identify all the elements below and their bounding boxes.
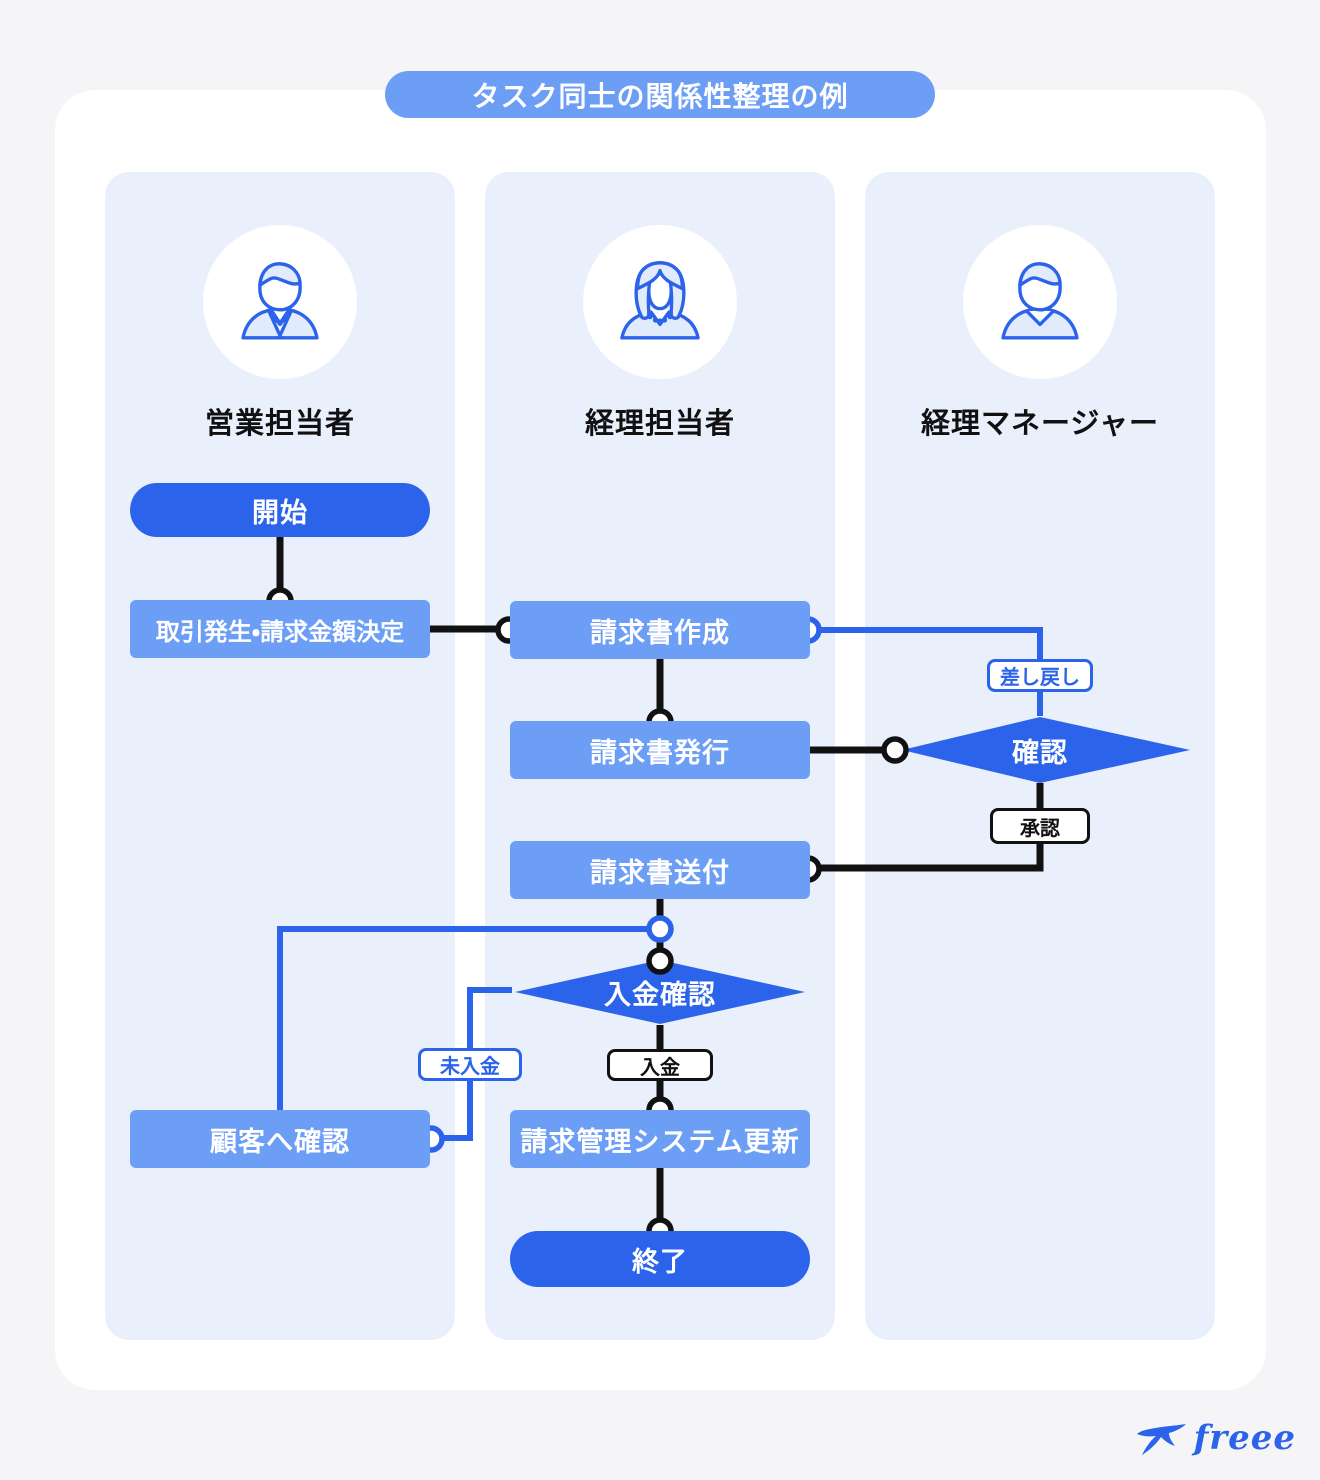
male-person-icon <box>1001 262 1079 340</box>
decision-payment-check-label: 入金確認 <box>604 979 716 1011</box>
node-customer-confirm: 顧客へ確認 <box>130 1110 430 1168</box>
edge-label-paid: 入金 <box>607 1049 713 1081</box>
decision-manager-check-label: 確認 <box>1012 737 1068 769</box>
freee-swallow-icon <box>1136 1424 1186 1455</box>
diagram-title: タスク同士の関係性整理の例 <box>385 71 935 118</box>
avatar-accounting-manager <box>963 225 1117 379</box>
node-invoice-issue: 請求書発行 <box>510 721 810 779</box>
edge-label-unpaid: 未入金 <box>418 1048 522 1081</box>
lane-label-accounting: 経理担当者 <box>584 406 735 440</box>
edge-label-send-back: 差し戻し <box>987 659 1093 692</box>
edge-label-approve: 承認 <box>990 808 1090 844</box>
avatar-accounting <box>583 225 737 379</box>
node-start: 開始 <box>130 483 430 537</box>
node-invoice-send: 請求書送付 <box>510 841 810 899</box>
node-end: 終了 <box>510 1231 810 1287</box>
node-invoice-create: 請求書作成 <box>510 601 810 659</box>
avatar-sales <box>203 225 357 379</box>
lane-label-sales: 営業担当者 <box>204 406 355 440</box>
freee-logo: freee <box>1136 1414 1296 1462</box>
freee-logo-text: freee <box>1193 1418 1296 1458</box>
decision-payment-check-shape <box>515 960 805 1024</box>
male-person-icon <box>241 262 319 340</box>
node-deal-amount: 取引発生・請求金額決定 <box>130 600 430 658</box>
female-person-icon <box>620 261 700 340</box>
node-system-update: 請求管理システム更新 <box>510 1110 810 1168</box>
lane-label-accounting-manager: 経理マネージャー <box>921 406 1159 440</box>
decision-manager-check-shape <box>902 717 1190 783</box>
